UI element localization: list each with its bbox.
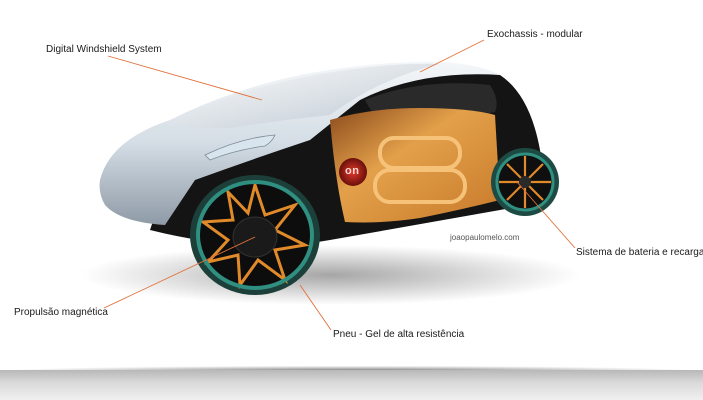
rear-wheel [491, 148, 559, 216]
label-tire: Pneu - Gel de alta resistência [333, 329, 465, 340]
leader-exochassis [419, 39, 485, 73]
credit-text: joaopaulomelo.com [450, 233, 520, 242]
on-badge-label: on [345, 165, 360, 177]
label-windshield: Digital Windshield System [46, 44, 162, 55]
leader-tire [299, 284, 332, 331]
label-battery: Sistema de bateria e recarga [576, 247, 703, 258]
car-shadow [80, 245, 580, 305]
car-silver-shell [99, 61, 501, 225]
leader-windshield [107, 55, 263, 101]
leader-battery [516, 181, 576, 249]
headlight [204, 134, 276, 161]
windshield-glass [170, 63, 440, 129]
interior-seat-bottom [373, 168, 467, 204]
label-propulsion: Propulsão magnética [14, 307, 108, 318]
label-exochassis: Exochassis - modular [487, 29, 583, 40]
front-wheel [190, 175, 320, 295]
leader-lines [103, 39, 576, 331]
floor-band [0, 370, 703, 400]
interior-panel [330, 108, 500, 223]
leader-propulsion [103, 236, 256, 309]
on-badge [339, 158, 367, 186]
